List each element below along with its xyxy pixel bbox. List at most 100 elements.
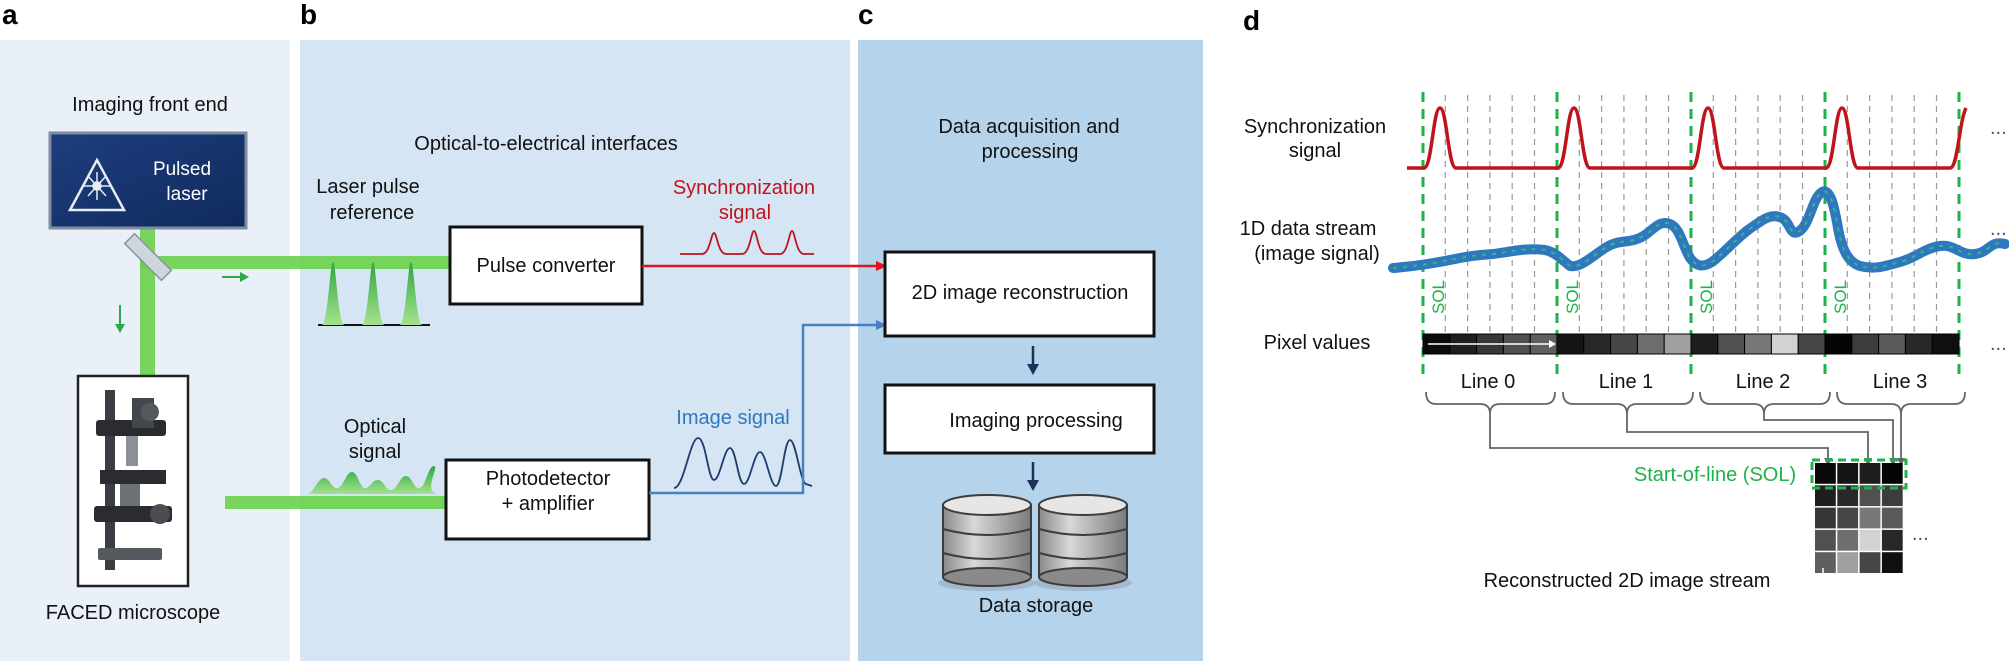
matrix-cell <box>1837 463 1859 484</box>
matrix-cell <box>1837 529 1859 551</box>
matrix-sol-highlight <box>1810 458 1908 490</box>
pixel-cell <box>1636 333 1665 355</box>
panel-b-background <box>300 40 850 661</box>
optical-signal-line2: signal <box>349 441 401 463</box>
panel-c-letter: c <box>858 0 874 30</box>
pixel-cell <box>1851 333 1880 355</box>
d-stream-label-line1: 1D data stream <box>1240 218 1377 240</box>
matrix-cell <box>1859 529 1881 551</box>
matrix-cell <box>1881 485 1903 507</box>
reconstructed-stream-label: Reconstructed 2D image stream <box>1484 570 1771 592</box>
pixel-cell <box>1878 333 1906 355</box>
optical-signal-waveform <box>308 466 438 494</box>
matrix-column-arrow <box>1819 568 1827 591</box>
laser-reference-line2: reference <box>330 202 415 224</box>
beam-direction-arrow-down <box>115 305 125 333</box>
sol-label: SOL <box>1563 280 1582 314</box>
photodetector-box <box>444 458 651 541</box>
line-label-0: Line 0 <box>1461 371 1516 393</box>
pixel-cell <box>1556 333 1585 355</box>
line-routing-connectors <box>1489 414 1902 460</box>
sol-full-label: Start-of-line (SOL) <box>1634 464 1796 486</box>
acquisition-title-line1: Data acquisition and <box>938 116 1119 138</box>
ellipsis-sync: ... <box>1990 117 2007 139</box>
sol-marker-lines <box>1421 92 1961 378</box>
matrix-cell <box>1815 463 1836 484</box>
image-waveform-icon <box>673 437 813 489</box>
d-sync-label-line1: Synchronization <box>1244 116 1386 138</box>
pixel-cell <box>1583 333 1612 355</box>
photodetector-label-line2: + amplifier <box>502 493 595 515</box>
d-pixel-values-label: Pixel values <box>1264 332 1371 354</box>
down-arrow-1 <box>1027 346 1039 375</box>
pixel-cell <box>1690 333 1719 355</box>
ellipsis-stream: ... <box>1990 218 2007 240</box>
beam-to-pulse-converter <box>140 256 450 269</box>
matrix-cell <box>1881 552 1903 573</box>
matrix-cell <box>1837 552 1859 573</box>
pulse-converter-label: Pulse converter <box>477 255 616 277</box>
image-signal-label: Image signal <box>676 407 789 429</box>
matrix-cell <box>1815 529 1836 551</box>
pixel-cell <box>1904 333 1933 355</box>
matrix-cell <box>1837 507 1859 529</box>
matrix-cell <box>1881 529 1903 551</box>
sol-label: SOL <box>1697 280 1716 314</box>
matrix-cell <box>1815 507 1836 529</box>
reconstructed-image-matrix <box>1815 463 1903 573</box>
line-label-2: Line 2 <box>1736 371 1791 393</box>
matrix-cell <box>1815 485 1836 507</box>
beam-direction-arrow-right <box>222 272 249 282</box>
sync-waveform-icon <box>680 230 814 255</box>
d-stream-label-line2: (image signal) <box>1254 243 1380 265</box>
down-arrow-2 <box>1027 462 1039 491</box>
database-icon <box>938 494 1036 591</box>
panel-b-letter: b <box>300 0 317 30</box>
pixel-cell <box>1663 333 1692 355</box>
ellipsis-pixels: ... <box>1990 333 2007 355</box>
reconstruction-box <box>883 250 1156 338</box>
laser-reference-line1: Laser pulse <box>316 176 419 198</box>
beam-to-photodetector <box>225 496 450 509</box>
beam-splitter-mirror <box>123 232 173 282</box>
ellipsis-matrix: ... <box>1912 523 1929 545</box>
interfaces-title: Optical-to-electrical interfaces <box>414 133 677 155</box>
pixel-cell <box>1744 333 1772 355</box>
panel-d-letter: d <box>1243 5 1260 36</box>
optical-signal-line1: Optical <box>344 416 406 438</box>
image-arrowhead <box>876 320 887 330</box>
pixel-cell <box>1717 333 1746 355</box>
line-label-1: Line 1 <box>1599 371 1654 393</box>
pixel-cell <box>1797 333 1826 355</box>
sol-label: SOL <box>1429 280 1448 314</box>
matrix-cell <box>1859 485 1881 507</box>
imaging-front-end-title: Imaging front end <box>72 94 228 116</box>
laser-hazard-icon <box>67 157 127 212</box>
laser-pulse-train <box>318 262 430 326</box>
sampling-grid-lines <box>1444 95 1938 335</box>
matrix-cell <box>1859 507 1881 529</box>
processing-box <box>883 383 1156 455</box>
matrix-cell <box>1881 507 1903 529</box>
d-stream-sample-overlay <box>1392 190 2006 269</box>
matrix-cell <box>1815 552 1836 573</box>
panel-a-letter: a <box>2 0 18 30</box>
line-braces <box>1425 391 1966 415</box>
processing-label: Imaging processing <box>949 410 1122 432</box>
sol-label: SOL <box>1831 280 1850 314</box>
pixel-cell <box>1770 333 1799 355</box>
pixel-cell <box>1824 333 1853 355</box>
d-sync-waveform <box>1407 106 1968 170</box>
sol-label-group: SOL SOL SOL SOL <box>1429 280 1850 314</box>
acquisition-title-line2: processing <box>982 141 1079 163</box>
pixel-scan-arrow <box>1428 340 1556 348</box>
sync-arrowhead <box>876 261 887 271</box>
matrix-cell <box>1859 463 1881 484</box>
image-signal-arrow <box>649 323 877 495</box>
matrix-cell <box>1881 463 1903 484</box>
faced-microscope-image <box>76 374 190 588</box>
reconstruction-label: 2D image reconstruction <box>912 282 1129 304</box>
line-label-3: Line 3 <box>1873 371 1928 393</box>
